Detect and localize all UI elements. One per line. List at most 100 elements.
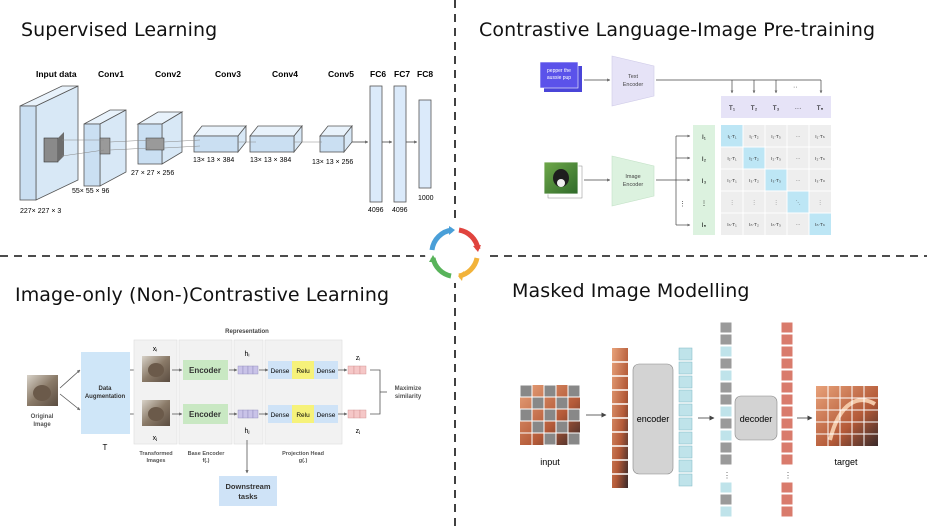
matrix-label-1-4: ··· (796, 135, 801, 140)
matrix-cell-1-2 (743, 125, 765, 147)
matrix-cell-3-5 (809, 169, 831, 191)
target-image (816, 386, 878, 446)
text-encoder-label2: Encoder (623, 82, 644, 88)
latent-column (678, 347, 693, 487)
text-token-label-1: T₁ (729, 105, 736, 112)
matrix-label-5-2: Iₙ·T₂ (749, 222, 759, 228)
matrix-cell-5-5 (809, 213, 831, 235)
image-token-ellipsis (693, 191, 715, 213)
image-encoder-label2: Encoder (623, 182, 644, 188)
mae-decoder-label: decoder (740, 414, 773, 424)
text-token-ellipsis (787, 96, 809, 118)
layer-label-input: Input data (36, 69, 77, 79)
base-encoder-panel (178, 339, 233, 445)
layer-label-conv4: Conv4 (272, 69, 298, 79)
matrix-label-4-4: ⋱ (796, 200, 801, 206)
image-token-3 (693, 169, 715, 191)
hj-vector (237, 409, 259, 419)
downstream-label1: Downstream (225, 482, 270, 491)
conv1-volume (83, 109, 127, 187)
mae-encoder (632, 363, 674, 475)
text-input-line2: aussie pup (547, 75, 571, 81)
text-token-1 (721, 96, 743, 118)
dim-fc7: 4096 (392, 207, 408, 214)
matrix-cell-2-4 (787, 147, 809, 169)
similarity-bracket (370, 369, 381, 415)
matrix-label-2-4: ··· (796, 157, 801, 162)
matrix-label-4-2: ⋮ (752, 200, 757, 206)
image-token-label-n: Iₙ (702, 222, 707, 229)
projection-head-panel (264, 339, 343, 445)
matrix-cell-4-1 (721, 191, 743, 213)
layer-label-conv3: Conv3 (215, 69, 241, 79)
matrix-cell-3-3 (765, 169, 787, 191)
text-encoder-fanout (656, 79, 823, 94)
text-token-2 (743, 96, 765, 118)
dense-2-i (314, 361, 338, 379)
matrix-label-4-3: ⋮ (774, 200, 779, 206)
matrix-label-4-1: ⋮ (730, 200, 735, 206)
similarity-matrix: I₁·T₁ I₁·T₂ I₁·T₃ ··· I₁·Tₙ I₂·T₁ I₂·T₂ … (721, 125, 831, 235)
matrix-label-4-5: ⋮ (818, 200, 823, 206)
conv3-volume (193, 124, 247, 154)
representation-panel (233, 339, 264, 445)
zi-vector (347, 365, 367, 375)
text-token-label-ellipsis: ··· (795, 105, 802, 112)
dim-conv4: 13× 13 × 384 (250, 157, 291, 164)
text-token-row: T₁ T₂ T₃ ··· Tₙ (721, 96, 831, 118)
image-fanout-vdots: ⋮ (679, 201, 686, 208)
image-encoder-label1: Image (625, 174, 640, 180)
original-image-label1: Original (31, 414, 54, 420)
original-image-label2: Image (33, 422, 51, 428)
matrix-label-2-2: I₂·T₂ (749, 156, 759, 162)
dense-1-i (268, 361, 292, 379)
matrix-cell-3-1 (721, 169, 743, 191)
title-supervised-learning: Supervised Learning (21, 19, 218, 41)
hi-label: hᵢ (245, 351, 250, 358)
matrix-label-5-3: Iₙ·T₃ (771, 222, 781, 228)
matrix-label-5-1: Iₙ·T₁ (727, 222, 737, 228)
matrix-cell-5-3 (765, 213, 787, 235)
matrix-label-3-1: I₃·T₁ (727, 178, 737, 184)
cycle-logo (425, 223, 485, 283)
xj-label: xⱼ (153, 435, 158, 442)
transformed-images-panel (133, 339, 178, 445)
matrix-cell-2-5 (809, 147, 831, 169)
input-volume (19, 85, 79, 201)
matrix-label-2-3: I₂·T₃ (771, 156, 781, 162)
matrix-label-1-1: I₁·T₁ (727, 134, 736, 140)
encoder-block-i-label: Encoder (189, 366, 221, 375)
full-token-column (719, 321, 733, 518)
dim-fc8: 1000 (418, 195, 434, 202)
layer-label-conv2: Conv2 (155, 69, 181, 79)
image-token-label-2: I₂ (702, 156, 707, 163)
downstream-tasks-box[interactable] (219, 476, 277, 506)
relu-j-label: Relu (296, 412, 310, 419)
image-token-n (693, 213, 715, 235)
image-token-2 (693, 147, 715, 169)
image-token-column: I₁ I₂ I₃ ⋮ Iₙ (693, 125, 715, 235)
fc6-layer (369, 85, 383, 203)
dim-conv1: 55× 55 × 96 (72, 188, 109, 195)
fanout-ellipsis: ·· (793, 84, 798, 91)
fc8-layer (418, 99, 432, 189)
matrix-cell-2-3 (765, 147, 787, 169)
encoder-block-j-label: Encoder (189, 410, 221, 419)
xi-label: xᵢ (153, 346, 158, 353)
text-input-line1: pepper the (547, 68, 571, 74)
matrix-cell-3-4 (787, 169, 809, 191)
matrix-label-3-2: I₃·T₂ (749, 178, 759, 184)
matrix-cell-4-2 (743, 191, 765, 213)
dim-conv5: 13× 13 × 256 (312, 159, 353, 166)
visible-patch-column (612, 348, 628, 488)
conv5-volume (319, 124, 353, 154)
matrix-cell-1-1 (721, 125, 743, 147)
layer-label-conv1: Conv1 (98, 69, 124, 79)
augmentation-label2: Augmentation (85, 394, 126, 400)
mae-encoder-label: encoder (637, 414, 670, 424)
layer-label-fc8: FC8 (417, 69, 433, 79)
alexnet-diagram: Input data Conv1 Conv2 Conv3 Conv4 Conv5… (19, 69, 434, 215)
matrix-cell-1-5 (809, 125, 831, 147)
